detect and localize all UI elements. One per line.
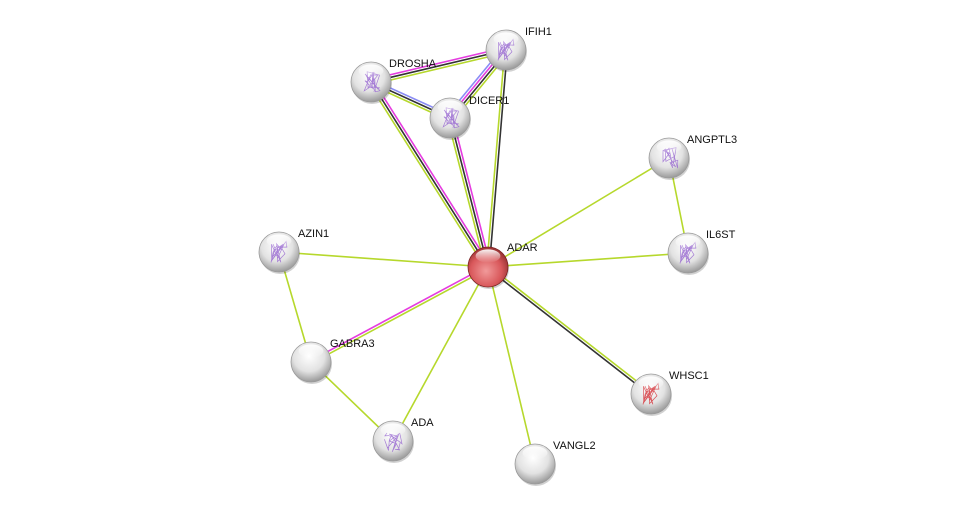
node-label: WHSC1 (669, 370, 709, 382)
node-dicer1[interactable]: DICER1 (429, 95, 509, 140)
edge-gabra3-adar[interactable] (310, 265, 489, 364)
edge-channel-textmining (488, 265, 653, 394)
edge-channel-textmining (368, 82, 487, 269)
edge-channel-experiments (310, 265, 488, 362)
edge-ifih1-adar[interactable] (485, 49, 509, 268)
node-label: DROSHA (389, 58, 437, 70)
node-adar[interactable]: ADAR (467, 242, 538, 289)
sphere-highlight (380, 423, 406, 437)
node-il6st[interactable]: IL6ST (667, 229, 736, 275)
node-label: IFIH1 (525, 26, 552, 38)
edge-channel-textmining (487, 266, 536, 465)
node-label: ADAR (507, 242, 538, 254)
node-ifih1[interactable]: IFIH1 (485, 26, 552, 72)
sphere-highlight (493, 32, 519, 46)
node-label: ADA (411, 417, 434, 429)
edge-drosha-ifih1[interactable] (370, 46, 507, 86)
edge-channel-textmining (485, 49, 506, 267)
edge-channel-textmining (371, 51, 507, 86)
node-label: ANGPTL3 (687, 134, 737, 146)
sphere-highlight (675, 235, 701, 249)
node-label: IL6ST (706, 229, 736, 241)
edge-channel-experiments (451, 117, 492, 267)
node-ada[interactable]: ADA (372, 417, 434, 463)
node-label: AZIN1 (298, 228, 329, 240)
sphere-highlight (298, 344, 324, 358)
sphere-highlight (437, 100, 463, 114)
edge-channel-textmining (487, 252, 689, 268)
node-drosha[interactable]: DROSHA (350, 58, 437, 104)
edge-channel-textmining (392, 266, 489, 442)
edge-azin1-adar[interactable] (278, 251, 489, 268)
sphere-highlight (358, 64, 384, 78)
node-gabra3[interactable]: GABRA3 (290, 338, 375, 384)
edge-channel-textmining (487, 157, 670, 268)
sphere-highlight (656, 140, 682, 154)
edge-il6st-adar[interactable] (487, 252, 689, 268)
sphere-highlight (475, 249, 501, 263)
edge-whsc1-adar[interactable] (486, 265, 653, 396)
edge-channel-coexpression (449, 117, 489, 268)
edge-channel-textmining (446, 118, 487, 268)
edge-ada-adar[interactable] (392, 266, 489, 442)
edge-channel-experiments (372, 80, 491, 267)
edge-channel-coexpression (370, 81, 489, 268)
node-label: VANGL2 (553, 440, 596, 452)
edge-channel-experiments (370, 46, 506, 81)
edge-channel-textmining (311, 267, 489, 364)
sphere-highlight (266, 234, 292, 248)
edge-drosha-adar[interactable] (368, 80, 491, 269)
edge-angptl3-adar[interactable] (487, 157, 670, 268)
sphere-highlight (638, 376, 664, 390)
edge-dicer1-adar[interactable] (446, 117, 492, 268)
edge-channel-textmining (278, 251, 489, 268)
edge-vangl2-adar[interactable] (487, 266, 536, 465)
node-label: DICER1 (469, 95, 509, 107)
edge-channel-coexpression (370, 49, 507, 83)
node-azin1[interactable]: AZIN1 (258, 228, 329, 274)
node-vangl2[interactable]: VANGL2 (514, 440, 596, 486)
protein-structure-icon (384, 432, 403, 453)
node-label: GABRA3 (330, 338, 375, 350)
edge-channel-coexpression (488, 50, 509, 268)
sphere-highlight (522, 446, 548, 460)
node-whsc1[interactable]: WHSC1 (630, 370, 709, 416)
node-angptl3[interactable]: ANGPTL3 (648, 134, 737, 180)
edge-channel-coexpression (486, 267, 651, 396)
